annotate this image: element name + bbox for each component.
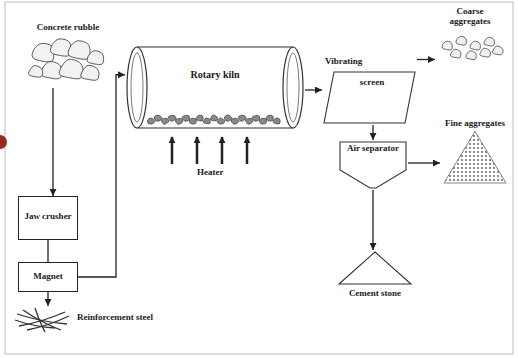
rotary-kiln: Rotary kiln — [125, 45, 305, 130]
edge-mark — [0, 135, 7, 149]
flow-arrow — [47, 292, 48, 306]
node-text: Air separator — [342, 143, 404, 153]
flow-arrow — [52, 88, 53, 196]
node-text: screen — [342, 77, 402, 87]
node-text: Vibrating — [325, 56, 395, 66]
process-box: Magnet — [18, 262, 78, 292]
cement-outline — [335, 250, 415, 308]
aggregate-picture: Fine aggregates — [440, 118, 510, 186]
flow-arrow — [372, 190, 373, 250]
annotation-label: Heater — [196, 167, 224, 177]
flow-arrow — [417, 59, 435, 60]
aggregate-picture: Coarse aggregates — [435, 6, 505, 64]
flow-arrow — [372, 125, 373, 140]
heater-arrows — [172, 137, 247, 164]
flow-arrow — [305, 89, 322, 90]
node-text: Reinforcement steel — [77, 312, 172, 322]
node-text: Fine aggregates — [440, 118, 510, 128]
flow-arrow — [78, 75, 125, 277]
cement-stone-pile: Cement stone — [335, 250, 415, 308]
node-text: Concrete rubble — [28, 22, 108, 32]
steel-picture: Reinforcement steel — [15, 306, 180, 346]
node-text: Cement stone — [335, 288, 415, 298]
node-text: Rotary kiln — [165, 69, 265, 81]
kiln-outline — [125, 45, 305, 130]
process-box: Jaw crusher — [18, 196, 78, 240]
flow-arrow — [408, 162, 440, 163]
node-text: Jaw crusher — [22, 211, 74, 221]
node-text: Coarse aggregates — [435, 6, 505, 27]
vibrating-screen: Vibrating screen — [322, 55, 417, 125]
rubble-picture: Concrete rubble — [28, 22, 108, 88]
node-text: Magnet — [22, 271, 74, 281]
flow-arrow — [47, 240, 48, 262]
kiln-charge — [147, 115, 280, 124]
air-separator: Air separator — [338, 140, 408, 190]
fine-outline — [440, 118, 510, 186]
figure-frame — [5, 2, 513, 354]
